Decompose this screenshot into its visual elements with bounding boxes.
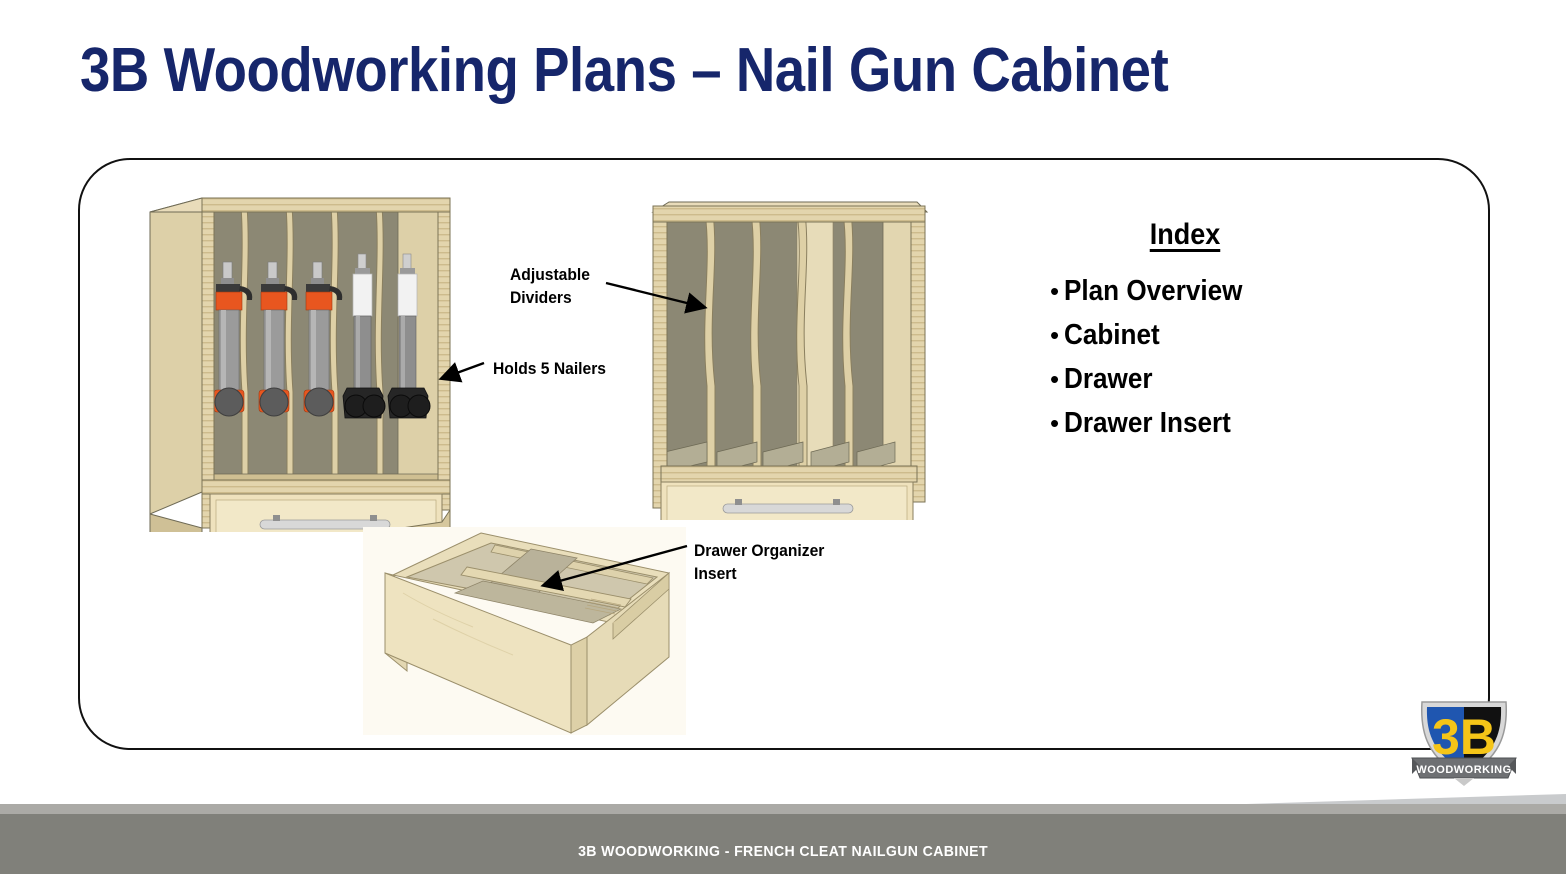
footer-text: 3B WOODWORKING - FRENCH CLEAT NAILGUN CA… [578, 843, 988, 860]
index-item-drawer-insert[interactable]: • Drawer Insert [1020, 406, 1400, 441]
cabinet-loaded-illustration [149, 197, 451, 532]
callout-drawer-organizer-insert: Drawer Organizer Insert [694, 541, 825, 583]
callout-adjustable-dividers: Adjustable Dividers [510, 265, 590, 307]
index-item-plan-overview[interactable]: • Plan Overview [1020, 274, 1400, 309]
footer-bar [0, 814, 1566, 874]
callout-holds-5-nailers: Holds 5 Nailers [493, 359, 607, 378]
bullet-icon: • [1050, 276, 1060, 306]
logo-mark-text: 3B [1432, 709, 1496, 765]
content-frame [78, 158, 1490, 750]
index-heading: Index [1149, 218, 1221, 251]
drawer-insert-illustration [363, 527, 686, 735]
index-item-cabinet[interactable]: • Cabinet [1020, 318, 1400, 353]
index-list: • Plan Overview • Cabinet • Drawer • Dra… [1020, 274, 1400, 441]
3b-woodworking-logo: 3B WOODWORKING [1411, 701, 1517, 786]
index-item-drawer[interactable]: • Drawer [1020, 362, 1400, 397]
nailer-group-black [342, 253, 431, 419]
logo-banner-text: WOODWORKING [1416, 764, 1511, 776]
bullet-icon: • [1050, 320, 1060, 350]
index-item-label: Drawer [1064, 363, 1153, 395]
index-item-label: Drawer Insert [1064, 407, 1231, 439]
bullet-icon: • [1050, 364, 1060, 394]
index-item-label: Plan Overview [1064, 275, 1243, 307]
footer-top-strip [0, 804, 1566, 814]
page-title: 3B Woodworking Plans – Nail Gun Cabinet [80, 36, 1169, 105]
bullet-icon: • [1050, 408, 1060, 438]
drawer-front-empty [660, 481, 914, 520]
cabinet-empty-illustration [651, 201, 929, 520]
index-item-label: Cabinet [1064, 319, 1160, 351]
nailer-group-orange [213, 261, 343, 417]
drawer-front [209, 493, 443, 532]
index-panel: Index • Plan Overview • Cabinet • Drawer… [1020, 218, 1400, 450]
